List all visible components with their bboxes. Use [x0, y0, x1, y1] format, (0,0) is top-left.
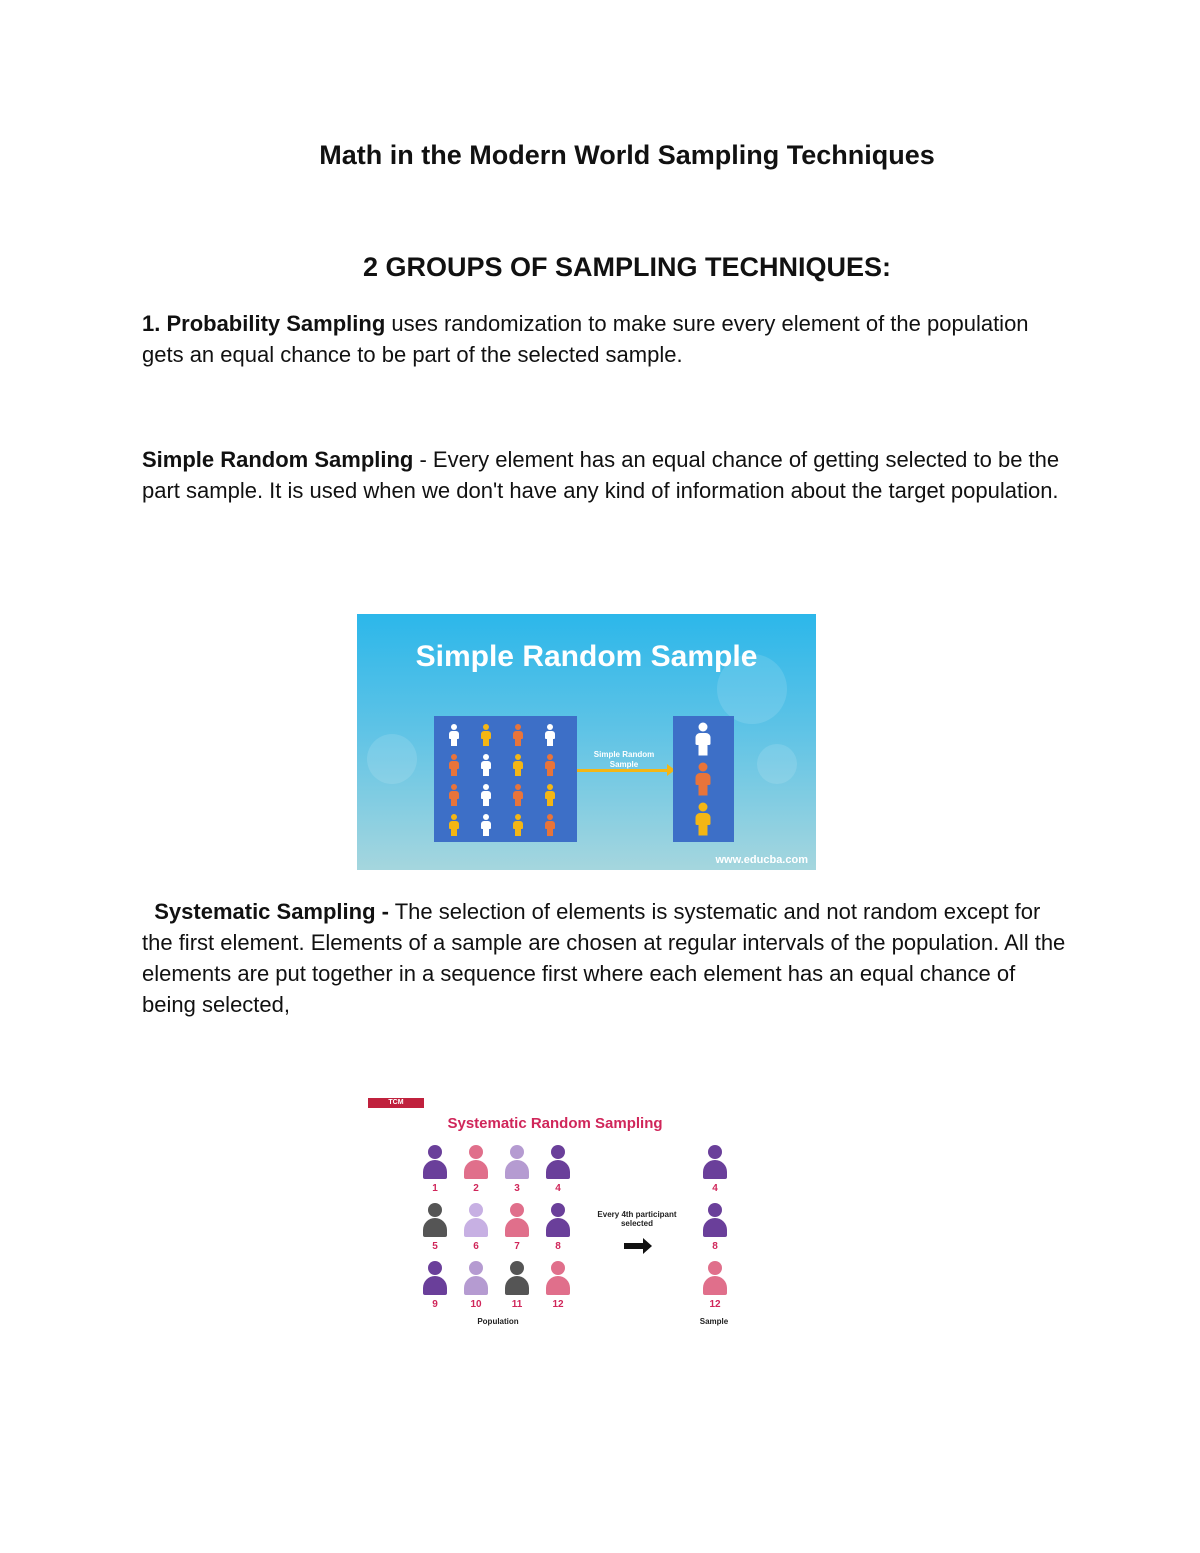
participant-number: 2	[473, 1183, 479, 1194]
person-avatar-icon	[504, 1145, 530, 1181]
section-heading: 2 GROUPS OF SAMPLING TECHNIQUES:	[362, 252, 892, 282]
document-title: Math in the Modern World Sampling Techni…	[319, 140, 935, 170]
person-avatar-icon	[545, 1145, 571, 1181]
participant-number: 12	[552, 1299, 564, 1310]
simple-random-sample-figure: Simple Random Sample Simple Random Sampl…	[357, 614, 816, 870]
participant-number: 1	[432, 1183, 438, 1194]
participant-number: 8	[712, 1241, 718, 1252]
systematic-random-sampling-figure: TCM Systematic Random Sampling Every 4th…	[360, 1093, 750, 1333]
figure2-title: Systematic Random Sampling	[447, 1115, 663, 1132]
person-icon	[544, 724, 556, 746]
person-icon	[480, 814, 492, 836]
participant-number: 12	[709, 1299, 721, 1310]
figure2-arrow-label: Every 4th participant selected	[597, 1210, 677, 1228]
person-avatar-icon	[702, 1145, 728, 1181]
sample-label: Sample	[699, 1317, 729, 1326]
systematic-sampling-paragraph: Systematic Sampling - The selection of e…	[142, 896, 1072, 1020]
simple-random-sampling-term: Simple Random Sampling	[142, 447, 414, 472]
person-icon	[480, 724, 492, 746]
arrowhead-icon	[643, 1238, 652, 1254]
systematic-sampling-term: Systematic Sampling -	[154, 899, 389, 924]
person-icon	[694, 762, 712, 796]
person-icon	[694, 722, 712, 756]
person-icon	[448, 814, 460, 836]
person-avatar-icon	[702, 1203, 728, 1239]
participant-number: 9	[432, 1299, 438, 1310]
participant-number: 4	[712, 1183, 718, 1194]
probability-sampling-paragraph: 1. Probability Sampling uses randomizati…	[142, 308, 1072, 370]
systematic-sampling-text: The selection of elements is systematic …	[142, 899, 1066, 1017]
person-icon	[448, 724, 460, 746]
simple-random-sampling-paragraph: Simple Random Sampling - Every element h…	[142, 444, 1072, 506]
arrowhead-icon	[667, 764, 675, 776]
person-icon	[448, 754, 460, 776]
participant-number: 7	[514, 1241, 520, 1252]
tcm-logo: TCM	[368, 1098, 424, 1108]
person-avatar-icon	[422, 1261, 448, 1297]
arrow-icon	[577, 769, 669, 772]
person-avatar-icon	[422, 1203, 448, 1239]
person-icon	[544, 814, 556, 836]
person-icon	[694, 802, 712, 836]
simple-random-sampling-text: - Every element has an equal chance of g…	[142, 447, 1060, 503]
person-icon	[448, 784, 460, 806]
sample-panel	[673, 716, 734, 842]
person-icon	[512, 724, 524, 746]
figure1-title: Simple Random Sample	[415, 640, 758, 673]
person-avatar-icon	[463, 1145, 489, 1181]
person-avatar-icon	[545, 1261, 571, 1297]
person-icon	[480, 784, 492, 806]
decorative-bubble	[757, 744, 797, 784]
figure1-watermark: www.educba.com	[715, 854, 808, 866]
population-panel	[434, 716, 577, 842]
participant-number: 5	[432, 1241, 438, 1252]
person-icon	[512, 784, 524, 806]
person-avatar-icon	[463, 1261, 489, 1297]
person-avatar-icon	[504, 1261, 530, 1297]
participant-number: 6	[473, 1241, 479, 1252]
person-avatar-icon	[422, 1145, 448, 1181]
person-icon	[512, 814, 524, 836]
figure1-arrow-label: Simple Random Sample	[593, 750, 655, 769]
arrow-icon	[624, 1243, 644, 1249]
participant-number: 8	[555, 1241, 561, 1252]
person-avatar-icon	[545, 1203, 571, 1239]
person-avatar-icon	[463, 1203, 489, 1239]
person-icon	[544, 784, 556, 806]
decorative-bubble	[367, 734, 417, 784]
participant-number: 4	[555, 1183, 561, 1194]
person-avatar-icon	[702, 1261, 728, 1297]
population-label: Population	[477, 1317, 519, 1326]
participant-number: 3	[514, 1183, 520, 1194]
person-icon	[544, 754, 556, 776]
person-avatar-icon	[504, 1203, 530, 1239]
probability-sampling-text: uses randomization to make sure every el…	[142, 311, 1029, 367]
person-icon	[480, 754, 492, 776]
participant-number: 10	[470, 1299, 482, 1310]
probability-sampling-term: 1. Probability Sampling	[142, 311, 386, 336]
person-icon	[512, 754, 524, 776]
decorative-bubble	[717, 654, 787, 724]
participant-number: 11	[511, 1299, 523, 1310]
